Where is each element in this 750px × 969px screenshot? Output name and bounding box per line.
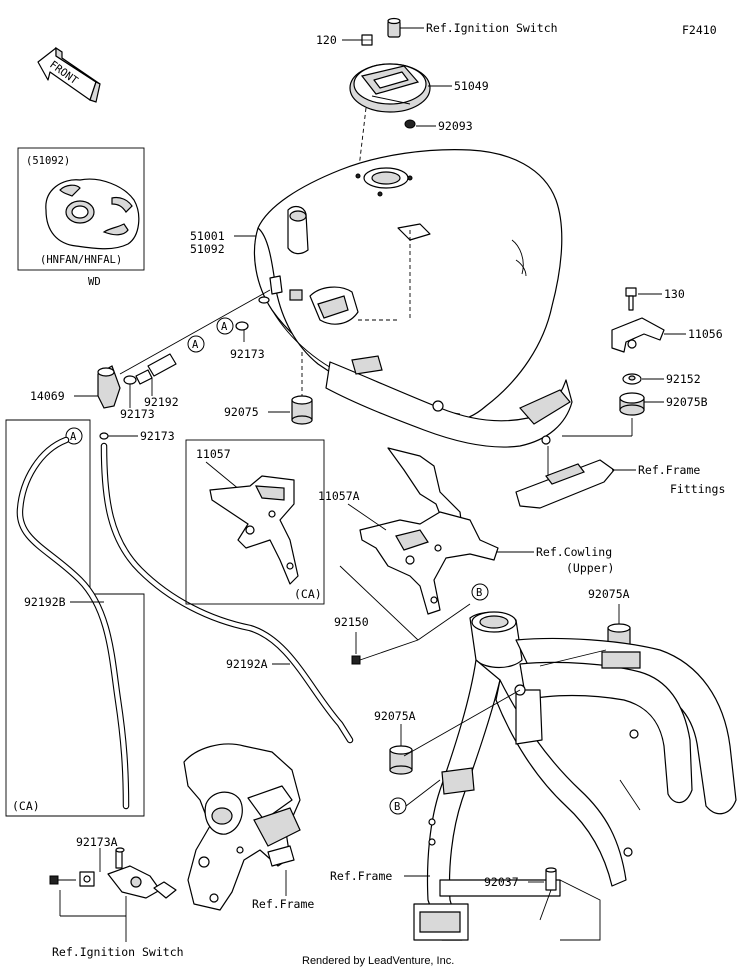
svg-text:A: A xyxy=(70,431,77,443)
label-92173-low: 92173 xyxy=(140,429,175,443)
lower-frame-casting-icon xyxy=(183,743,301,911)
label-92173-mid: 92173 xyxy=(120,407,155,421)
clip-92173A-icon xyxy=(79,871,95,887)
washer-92152-icon xyxy=(622,373,642,385)
callout-a-inset: A xyxy=(65,427,83,445)
label-ref-ignition-top: Ref.Ignition Switch xyxy=(426,21,558,35)
bracket-11056-icon xyxy=(611,317,665,353)
filler-cap-51049-icon xyxy=(349,63,431,113)
label-ref-frame-lower: Ref.Frame xyxy=(252,897,314,911)
label-92192A: 92192A xyxy=(226,657,268,671)
label-92192: 92192 xyxy=(144,395,179,409)
bracket-11057-icon xyxy=(209,475,299,585)
hose-92192-icon xyxy=(135,353,177,385)
wd-inset-variant: (HNFAN/HNFAL) xyxy=(40,254,122,266)
bracket-11057A-icon xyxy=(359,447,499,615)
pin-92037-icon xyxy=(545,867,557,891)
damper-92075-icon xyxy=(291,395,313,425)
label-120: 120 xyxy=(316,33,337,47)
hose-92192A-icon xyxy=(100,442,354,744)
clamp-92173-mid-icon xyxy=(123,375,137,385)
bolt-120-icon xyxy=(361,34,373,46)
front-arrow-icon: FRONT xyxy=(37,46,101,103)
label-130: 130 xyxy=(664,287,685,301)
ignition-switch-body-icon xyxy=(107,847,177,899)
hose-92192B-icon xyxy=(16,436,130,810)
callout-a-middle: A xyxy=(187,335,205,353)
label-92075A-left: 92075A xyxy=(374,709,416,723)
label-ref-cowling-2: (Upper) xyxy=(566,561,614,575)
label-92075A-top: 92075A xyxy=(588,587,630,601)
footer-credit: Rendered by LeadVenture, Inc. xyxy=(302,955,454,967)
collar-icon xyxy=(387,17,401,38)
label-51092: 51092 xyxy=(190,242,225,256)
label-ref-frame-fittings-1: Ref.Frame xyxy=(638,463,700,477)
clamp-92173-top-icon xyxy=(235,296,270,331)
damper-92075B-icon xyxy=(619,392,645,416)
label-ref-ignition-bottom: Ref.Ignition Switch xyxy=(52,945,184,959)
label-51001: 51001 xyxy=(190,229,225,243)
wd-inset-caption: WD xyxy=(88,276,101,288)
wd-inset: (51092) (HNFAN/HNFAL) WD xyxy=(17,147,145,288)
label-ref-frame-fittings-2: Fittings xyxy=(670,482,725,496)
ca-bracket-tag: (CA) xyxy=(294,587,322,601)
ignition-switch-parts: 92173A Ref.Ignition Switch xyxy=(49,835,184,959)
label-ref-frame-bottom: Ref.Frame xyxy=(330,869,392,883)
label-92093: 92093 xyxy=(438,119,473,133)
label-92173-top: 92173 xyxy=(230,347,265,361)
ca-bracket-inset: 11057 (CA) xyxy=(185,439,325,605)
label-92075: 92075 xyxy=(224,405,259,419)
callout-b-upper: B xyxy=(471,583,489,601)
bolt-small-icon xyxy=(49,875,76,885)
damper-92075A-left-icon xyxy=(389,745,413,775)
label-11057A: 11057A xyxy=(318,489,360,503)
ca-hose-inset: A 92192B (CA) xyxy=(5,419,145,817)
label-51049: 51049 xyxy=(454,79,489,93)
wd-tank-top-icon xyxy=(45,178,140,250)
label-11056: 11056 xyxy=(688,327,723,341)
label-92075B: 92075B xyxy=(666,395,708,409)
label-92037: 92037 xyxy=(484,875,519,889)
label-14069: 14069 xyxy=(30,389,65,403)
fuel-tank-51001 xyxy=(253,149,573,448)
filler-cap-assembly: 120 Ref.Ignition Switch 51049 92093 xyxy=(316,17,558,177)
grommet-92093-icon xyxy=(404,119,416,129)
label-11057: 11057 xyxy=(196,447,231,461)
bolt-92150-icon xyxy=(351,655,361,665)
rear-mount-parts: 130 11056 92152 92075B xyxy=(562,287,723,437)
svg-text:A: A xyxy=(192,339,199,351)
figure-code: F2410 xyxy=(682,23,717,37)
label-92152: 92152 xyxy=(666,372,701,386)
breather-assembly: 14069 92192 92173 92173 92173 xyxy=(30,289,271,443)
wd-inset-part-ref: (51092) xyxy=(26,155,70,167)
frame-fittings-bracket xyxy=(515,446,636,509)
svg-text:A: A xyxy=(221,321,228,333)
label-92150: 92150 xyxy=(334,615,369,629)
main-frame-icon xyxy=(413,611,737,941)
bolt-130-icon xyxy=(625,287,637,311)
svg-text:B: B xyxy=(476,587,482,599)
ca-hose-tag: (CA) xyxy=(12,799,40,813)
svg-text:B: B xyxy=(394,801,400,813)
callout-b-lower: B xyxy=(389,797,407,815)
clamp-92173-low-icon xyxy=(99,432,109,440)
label-ref-cowling-1: Ref.Cowling xyxy=(536,545,612,559)
label-92173A: 92173A xyxy=(76,835,118,849)
hose-joint-14069-icon xyxy=(97,365,121,409)
callout-a-upper: A xyxy=(216,317,234,335)
label-92192B: 92192B xyxy=(24,595,66,609)
